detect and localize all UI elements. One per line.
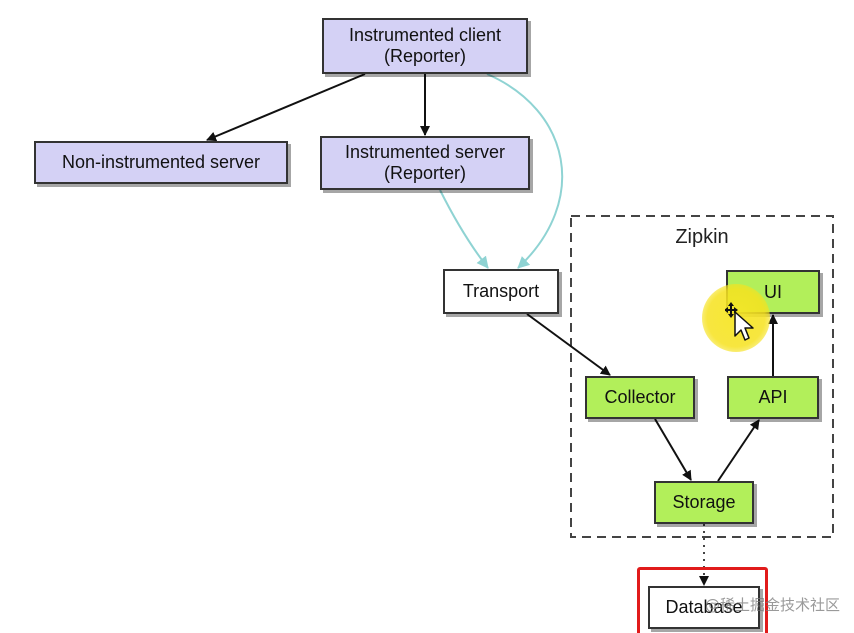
node-instrumented-server[interactable]: Instrumented server (Reporter) — [320, 136, 530, 190]
edge-client-nonserver — [206, 73, 366, 142]
node-non-instrumented-server-label: Non-instrumented server — [61, 152, 261, 172]
node-database[interactable]: Database — [648, 586, 760, 629]
node-instrumented-client-line-1: Instrumented client — [348, 25, 502, 45]
node-api[interactable]: API — [727, 376, 819, 419]
node-collector-label: Collector — [604, 387, 676, 407]
node-storage[interactable]: Storage — [654, 481, 754, 524]
node-non-instrumented-server[interactable]: Non-instrumented server — [34, 141, 288, 184]
edge-server-transport — [439, 189, 489, 269]
zipkin-group-border — [570, 215, 834, 538]
node-collector[interactable]: Collector — [585, 376, 695, 419]
edge-client-transport — [486, 73, 564, 269]
edge-transport-collector — [526, 313, 611, 376]
node-api-label: API — [758, 387, 788, 407]
node-database-label: Database — [665, 597, 743, 617]
edge-storage-api — [717, 419, 760, 482]
edge-collector-storage — [654, 418, 692, 481]
node-instrumented-server-line-2: (Reporter) — [383, 163, 467, 183]
node-storage-label: Storage — [672, 492, 736, 512]
node-instrumented-client[interactable]: Instrumented client (Reporter) — [322, 18, 528, 74]
move-cursor-icon — [725, 302, 754, 341]
node-transport-label: Transport — [462, 281, 540, 301]
node-instrumented-client-line-2: (Reporter) — [383, 46, 467, 66]
node-ui-label: UI — [764, 281, 782, 302]
node-transport[interactable]: Transport — [443, 269, 559, 314]
database-highlight-box — [637, 567, 768, 633]
watermark: @稀土掘金技术社区 — [704, 596, 840, 614]
node-instrumented-server-line-1: Instrumented server — [344, 142, 506, 162]
zipkin-group-label: Zipkin — [675, 226, 729, 248]
